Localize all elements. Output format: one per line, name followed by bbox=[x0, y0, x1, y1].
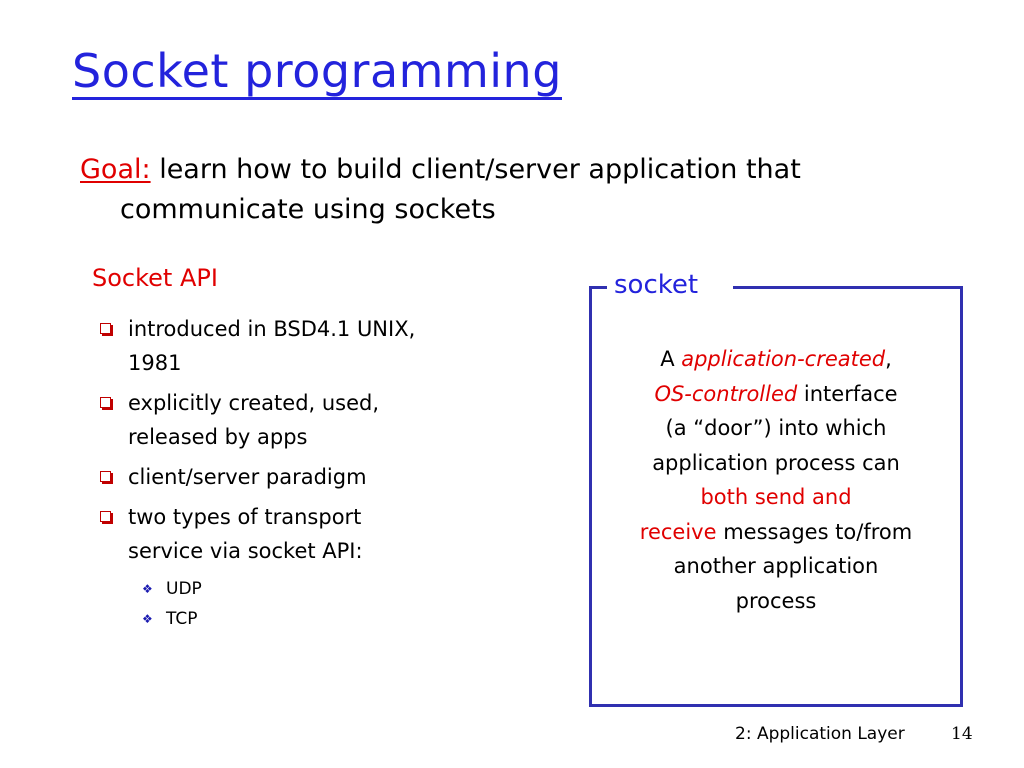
frame-top-left-segment bbox=[589, 286, 607, 289]
sub-bullet-text: TCP bbox=[166, 609, 198, 629]
bullet-list: introduced in BSD4.1 UNIX, 1981 explicit… bbox=[100, 312, 520, 634]
desc-comma: , bbox=[885, 347, 892, 371]
sub-bullet-udp: ❖ UDP bbox=[142, 574, 520, 604]
bullet-item: introduced in BSD4.1 UNIX, 1981 bbox=[100, 312, 520, 380]
bullet-text: client/server paradigm bbox=[128, 465, 367, 489]
sub-bullet-tcp: ❖ TCP bbox=[142, 604, 520, 634]
slide-title: Socket programming bbox=[72, 44, 562, 100]
bullet-box-icon bbox=[100, 511, 111, 522]
sub-bullet-text: UDP bbox=[166, 579, 202, 599]
bullet-text: released by apps bbox=[128, 425, 308, 449]
desc-os-controlled: OS-controlled bbox=[654, 381, 798, 406]
goal-line-2: communicate using sockets bbox=[120, 194, 496, 225]
frame-top-right-segment bbox=[733, 286, 960, 289]
bullet-text: introduced in BSD4.1 UNIX, bbox=[128, 317, 416, 341]
socket-box-label: socket bbox=[614, 270, 699, 300]
footer-label: 2: Application Layer bbox=[735, 724, 905, 744]
desc-interface: interface bbox=[797, 381, 898, 406]
page-number: 14 bbox=[951, 724, 973, 744]
diamond-bullet-icon: ❖ bbox=[142, 582, 153, 596]
bullet-text: explicitly created, used, bbox=[128, 391, 380, 415]
diamond-bullet-icon: ❖ bbox=[142, 612, 153, 626]
desc-another: another application bbox=[673, 554, 879, 578]
desc-both-send: both send and bbox=[700, 485, 852, 509]
socket-definition-text: A application-created, OS-controlled int… bbox=[600, 342, 952, 618]
bullet-box-icon bbox=[100, 471, 111, 482]
goal-statement: Goal: learn how to build client/server a… bbox=[80, 150, 960, 230]
bullet-box-icon bbox=[100, 323, 111, 334]
goal-label: Goal: bbox=[80, 154, 151, 185]
desc-process: process bbox=[735, 588, 817, 613]
bullet-item: explicitly created, used, released by ap… bbox=[100, 386, 520, 454]
goal-text-1: learn how to build client/server applica… bbox=[159, 154, 801, 185]
bullet-box-icon bbox=[100, 397, 111, 408]
desc-process-can: application process can bbox=[652, 450, 900, 475]
bullet-text: two types of transport bbox=[128, 505, 362, 529]
bullet-item: client/server paradigm bbox=[100, 460, 520, 494]
desc-app-created: application-created bbox=[681, 347, 886, 371]
goal-line-1: Goal: learn how to build client/server a… bbox=[80, 150, 960, 190]
bullet-text: service via socket API: bbox=[128, 539, 363, 563]
bullet-text: 1981 bbox=[128, 351, 182, 375]
desc-door: (a “door”) into which bbox=[665, 416, 887, 440]
desc-messages: messages to/from bbox=[716, 519, 913, 544]
socket-api-heading: Socket API bbox=[92, 264, 218, 292]
desc-a: A bbox=[660, 347, 682, 371]
bullet-item: two types of transport service via socke… bbox=[100, 500, 520, 568]
socket-definition-box bbox=[589, 286, 963, 707]
desc-receive: receive bbox=[639, 519, 717, 544]
